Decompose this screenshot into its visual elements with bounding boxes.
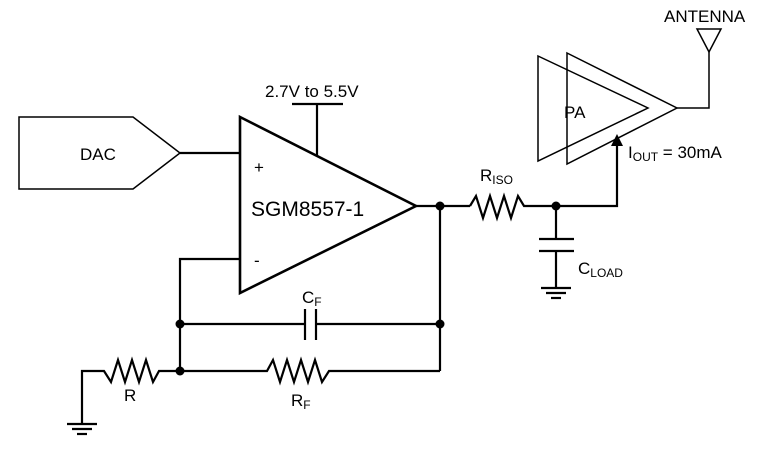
- pa-amplifier: PA: [537, 51, 679, 166]
- riso-zigzag: [469, 192, 556, 222]
- r-resistor: R: [80, 356, 180, 424]
- iout-label-main: I: [628, 143, 633, 162]
- ground-symbol-cload: [541, 286, 571, 300]
- cload-label-main: C: [578, 259, 590, 278]
- dac-label: DAC: [80, 145, 116, 164]
- current-arrow-icon: [611, 134, 623, 146]
- rf-label: RF: [291, 391, 311, 412]
- antenna: ANTENNA: [664, 7, 746, 109]
- antenna-icon: [695, 28, 723, 54]
- pa-back-triangle: [566, 51, 679, 166]
- opamp-triangle: [238, 114, 419, 296]
- opamp-plus-label: +: [254, 158, 264, 177]
- riso-label-main: R: [480, 166, 492, 185]
- pa-label: PA: [564, 103, 586, 122]
- pa-front-triangle: [537, 54, 650, 163]
- ground-symbol-r: [67, 422, 97, 436]
- iout-label-value: = 30mA: [658, 143, 722, 162]
- rf-zigzag: [180, 356, 440, 386]
- supply-label: 2.7V to 5.5V: [265, 82, 359, 101]
- antenna-label: ANTENNA: [664, 7, 746, 26]
- cload-capacitor: CLOAD: [539, 206, 623, 288]
- riso-label-sub: ISO: [492, 173, 513, 187]
- opamp-minus-label: -: [254, 251, 260, 270]
- dac-block: DAC: [18, 116, 182, 190]
- supply-rail: 2.7V to 5.5V: [265, 82, 359, 156]
- riso-resistor: RISO: [469, 166, 556, 222]
- opamp: + - SGM8557-1: [238, 114, 419, 296]
- cload-label-sub: LOAD: [590, 266, 623, 280]
- pa-supply-wire: [556, 146, 619, 208]
- antenna-feed-wire: [677, 52, 710, 109]
- opamp-part-label: SGM8557-1: [251, 198, 364, 221]
- cf-label-main: C: [302, 288, 314, 307]
- r-label: R: [124, 386, 136, 405]
- cf-label-sub: F: [314, 295, 321, 309]
- cf-capacitor: CF: [180, 288, 440, 340]
- iout-label-sub: OUT: [633, 150, 659, 164]
- dac-shape: [18, 116, 182, 190]
- riso-label: RISO: [480, 166, 513, 187]
- cf-label: CF: [302, 288, 322, 309]
- rf-resistor: RF: [180, 356, 440, 412]
- rf-label-main: R: [291, 391, 303, 410]
- rf-label-sub: F: [303, 398, 310, 412]
- cload-label: CLOAD: [578, 259, 623, 280]
- iout-label: IOUT = 30mA: [628, 143, 723, 164]
- r-zigzag: [80, 356, 180, 424]
- inverting-input-wire: [178, 257, 240, 371]
